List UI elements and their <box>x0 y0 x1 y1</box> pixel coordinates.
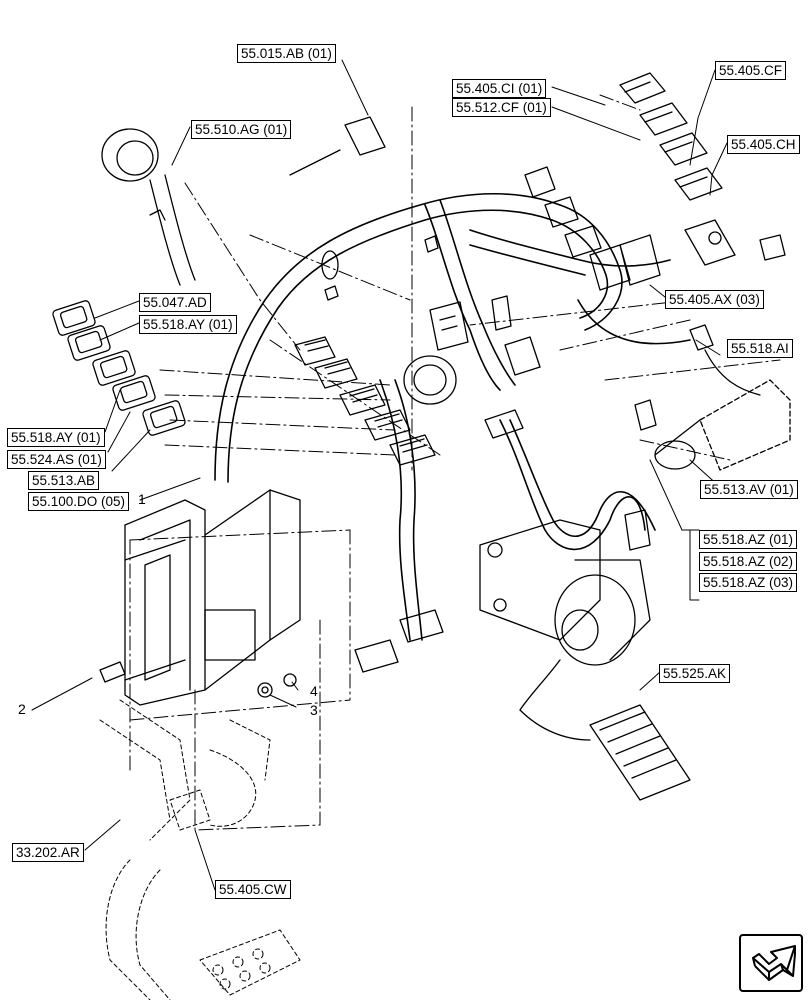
item-number-1: 1 <box>138 491 146 507</box>
leader-lines <box>31 59 728 891</box>
brake-pedal-outline <box>99 699 301 1000</box>
callout-55-525-ak[interactable]: 55.525.AK <box>659 664 731 683</box>
callout-55-405-cw[interactable]: 55.405.CW <box>215 880 291 899</box>
callout-55-518-az-02[interactable]: 55.518.AZ (02) <box>699 552 798 571</box>
callout-55-047-ad[interactable]: 55.047.AD <box>139 293 211 312</box>
switch-bezels <box>52 300 186 436</box>
callout-55-518-ai[interactable]: 55.518.AI <box>727 339 793 358</box>
controller-module <box>99 489 301 706</box>
right-components <box>634 324 791 471</box>
callout-55-405-ch[interactable]: 55.405.CH <box>727 135 800 154</box>
callout-55-518-ay-01-top[interactable]: 55.518.AY (01) <box>139 315 237 334</box>
item-number-3: 3 <box>310 702 318 718</box>
item-number-2: 2 <box>18 701 26 717</box>
callout-55-518-az-03[interactable]: 55.518.AZ (03) <box>699 573 798 592</box>
callout-55-513-ab[interactable]: 55.513.AB <box>28 471 100 490</box>
switch-connectors <box>619 72 786 266</box>
callout-55-405-cf[interactable]: 55.405.CF <box>715 61 787 80</box>
next-page-button[interactable] <box>739 934 803 992</box>
reference-lines <box>129 94 781 831</box>
callout-55-015-ab-01[interactable]: 55.015.AB (01) <box>237 44 336 63</box>
main-harness <box>214 193 691 641</box>
pedal-sensor-bracket <box>479 519 651 711</box>
callout-55-405-ax-03[interactable]: 55.405.AX (03) <box>665 290 764 309</box>
callout-55-513-av-01[interactable]: 55.513.AV (01) <box>700 480 798 499</box>
callout-55-524-as-01[interactable]: 55.524.AS (01) <box>7 450 106 469</box>
callout-55-100-do-05[interactable]: 55.100.DO (05) <box>28 492 130 511</box>
callout-55-518-ay-01-left[interactable]: 55.518.AY (01) <box>7 428 105 447</box>
callout-33-202-ar[interactable]: 33.202.AR <box>12 843 84 862</box>
throttle-pedal <box>519 704 691 801</box>
harness-clips <box>321 235 439 301</box>
next-page-arrow-icon <box>752 945 796 981</box>
harness-connectors <box>294 166 661 673</box>
top-connectors <box>101 116 386 286</box>
callout-55-405-ci-01[interactable]: 55.405.CI (01) <box>452 79 547 98</box>
item-number-4: 4 <box>310 683 318 699</box>
callout-55-518-az-01[interactable]: 55.518.AZ (01) <box>699 530 798 549</box>
callout-55-510-ag-01[interactable]: 55.510.AG (01) <box>191 120 292 139</box>
callout-55-512-cf-01[interactable]: 55.512.CF (01) <box>452 98 551 117</box>
